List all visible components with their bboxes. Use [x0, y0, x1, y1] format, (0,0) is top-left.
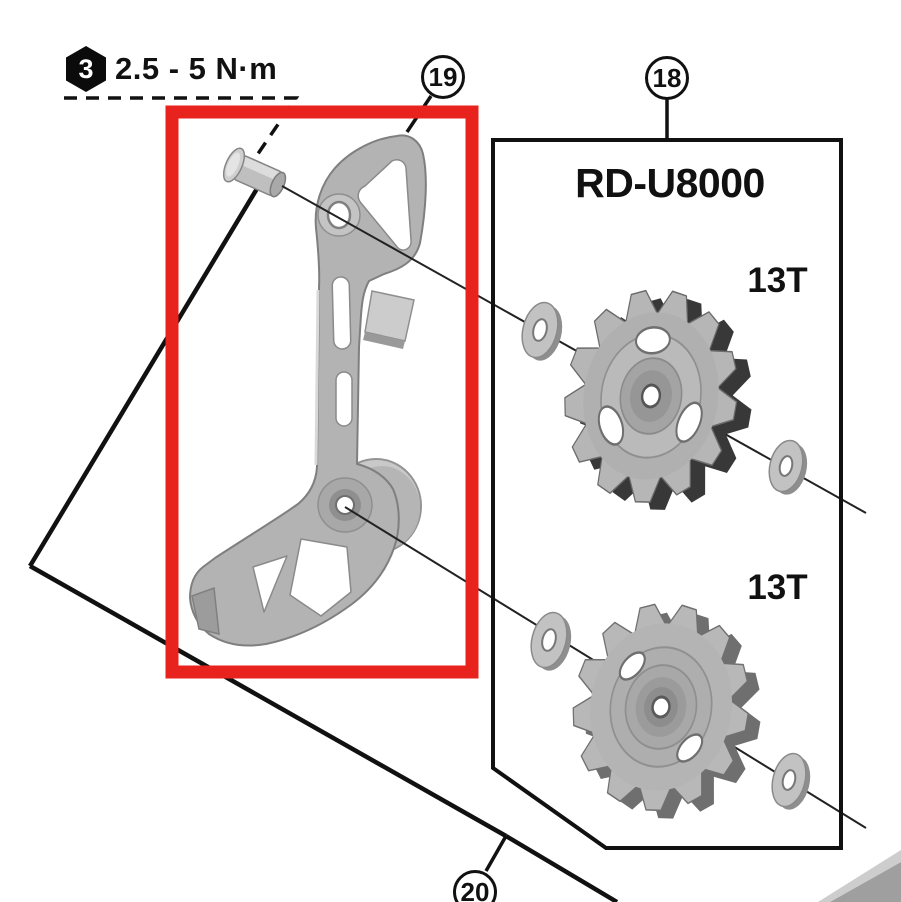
rd-u8000-box-outline	[491, 138, 843, 850]
teeth-label-upper: 13T	[747, 261, 808, 300]
washer-illustration-1	[521, 301, 563, 361]
washer-illustration-2	[768, 439, 808, 495]
plate-head-cutout	[357, 159, 412, 251]
teeth-label-lower: 13T	[747, 568, 808, 607]
pulley-window	[675, 401, 703, 443]
pulley-window	[676, 733, 704, 763]
plate-edge-highlight	[314, 289, 320, 466]
torque-spec-label: 3 2.5 - 5 N·m	[66, 46, 277, 92]
pulley-axle-hole	[651, 695, 671, 719]
washer-hole	[541, 628, 557, 652]
outline-edge-lower-left	[28, 564, 508, 838]
pulley-window	[597, 405, 625, 446]
axis-line-upper	[281, 185, 867, 514]
torque-hexagon-icon: 3	[66, 46, 106, 92]
washer-illustration-4	[771, 752, 811, 810]
pulley-upper-illustration	[564, 289, 752, 510]
pulley-lower-illustration	[572, 603, 761, 819]
assembly-outline-lines	[28, 185, 619, 902]
plate-upper-pivot-hole	[326, 200, 352, 230]
callout-18: 18	[645, 56, 689, 100]
bolt-highlight	[241, 157, 281, 181]
torque-dashed-leader	[64, 96, 300, 162]
leader-line-20	[484, 835, 508, 872]
washer-hole	[532, 318, 548, 342]
highlight-box-part19	[165, 105, 479, 679]
bolt-illustration	[222, 147, 287, 198]
plate-side-tab-shade	[363, 332, 405, 349]
corner-part-fragment-highlight	[818, 850, 901, 902]
callout-19: 19	[421, 55, 465, 99]
washer-hole	[781, 769, 797, 791]
callout-20: 20	[453, 870, 497, 902]
plate-side-tab	[364, 290, 415, 342]
plate-foot-cutout-small	[252, 555, 288, 613]
washer-hole	[778, 455, 794, 477]
bolt-head-face	[226, 152, 241, 177]
washer-illustration-3	[530, 611, 572, 671]
plate-slot-upper	[331, 276, 352, 350]
inner-plate-illustration	[189, 134, 427, 647]
pulley-axle-hole	[640, 383, 662, 409]
torque-value: 2.5 - 5 N·m	[115, 51, 278, 86]
plate-end-stopper	[191, 586, 220, 635]
corner-part-fragment	[830, 862, 901, 902]
plate-slot-lower	[335, 371, 353, 427]
plate-foot-cutout-large	[289, 538, 352, 617]
outline-edge-upper-left	[28, 185, 260, 568]
pulley-window	[635, 326, 671, 355]
model-label: RD-U8000	[575, 160, 765, 206]
pulley-window	[618, 651, 646, 681]
outline-edge-bottom	[504, 834, 619, 902]
